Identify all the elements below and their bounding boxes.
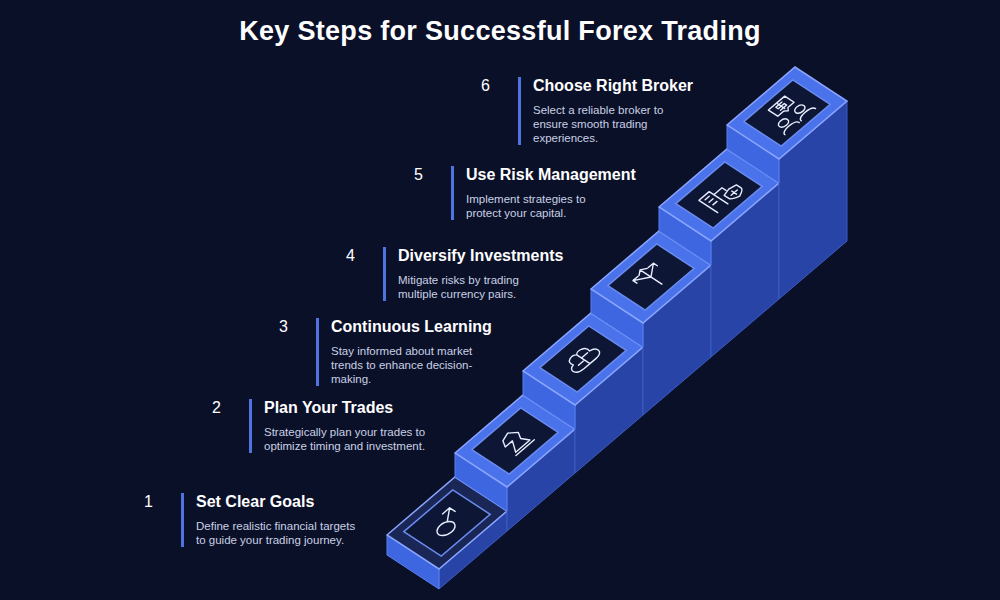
icon-plate	[472, 408, 558, 474]
step-description: Stay informed about market trends to enh…	[331, 344, 496, 386]
callout-number: 6	[481, 77, 490, 95]
step-heading: Set Clear Goals	[196, 493, 366, 511]
stair-step	[591, 231, 711, 415]
step-icon	[759, 92, 815, 135]
step-text-block: 5Use Risk ManagementImplement strategies…	[451, 166, 616, 220]
step-description: Strategically plan your trades to optimi…	[264, 425, 429, 453]
callout-number: 3	[279, 318, 288, 336]
step-icon	[699, 178, 746, 214]
step-text-block: 6Choose Right BrokerSelect a reliable br…	[518, 77, 683, 145]
step-heading: Continuous Learning	[331, 318, 496, 336]
step-icon	[563, 343, 603, 374]
step-text-block: 4Diversify InvestmentsMitigate risks by …	[383, 247, 558, 301]
step-text-block: 1Set Clear GoalsDefine realistic financi…	[181, 493, 366, 547]
step-text-block: 2Plan Your TradesStrategically plan your…	[249, 399, 429, 453]
step-description: Implement strategies to protect your cap…	[466, 192, 616, 220]
step-text-block: 3Continuous LearningStay informed about …	[316, 318, 496, 386]
callout-number: 2	[212, 399, 221, 417]
callout-number: 5	[414, 166, 423, 184]
stair-step	[523, 313, 643, 473]
stair-step	[659, 149, 779, 357]
step-icon	[496, 427, 534, 455]
step-heading: Diversify Investments	[398, 247, 558, 265]
callout-number: 1	[144, 493, 153, 511]
icon-plate	[404, 490, 490, 556]
step-description: Select a reliable broker to ensure smoot…	[533, 103, 683, 145]
callout-number: 4	[346, 247, 355, 265]
icon-plate	[540, 326, 626, 392]
step-icon	[427, 508, 467, 538]
step-heading: Choose Right Broker	[533, 77, 683, 95]
step-description: Mitigate risks by trading multiple curre…	[398, 273, 558, 301]
icon-plate	[608, 244, 694, 310]
step-heading: Use Risk Management	[466, 166, 616, 184]
stair-step	[727, 67, 847, 299]
stair-top-face	[727, 67, 847, 159]
icon-plate	[676, 162, 762, 228]
icon-plate	[744, 80, 830, 146]
step-heading: Plan Your Trades	[264, 399, 429, 417]
step-icon	[630, 261, 672, 293]
step-description: Define realistic financial targets to gu…	[196, 519, 366, 547]
diagram-title: Key Steps for Successful Forex Trading	[0, 16, 1000, 47]
